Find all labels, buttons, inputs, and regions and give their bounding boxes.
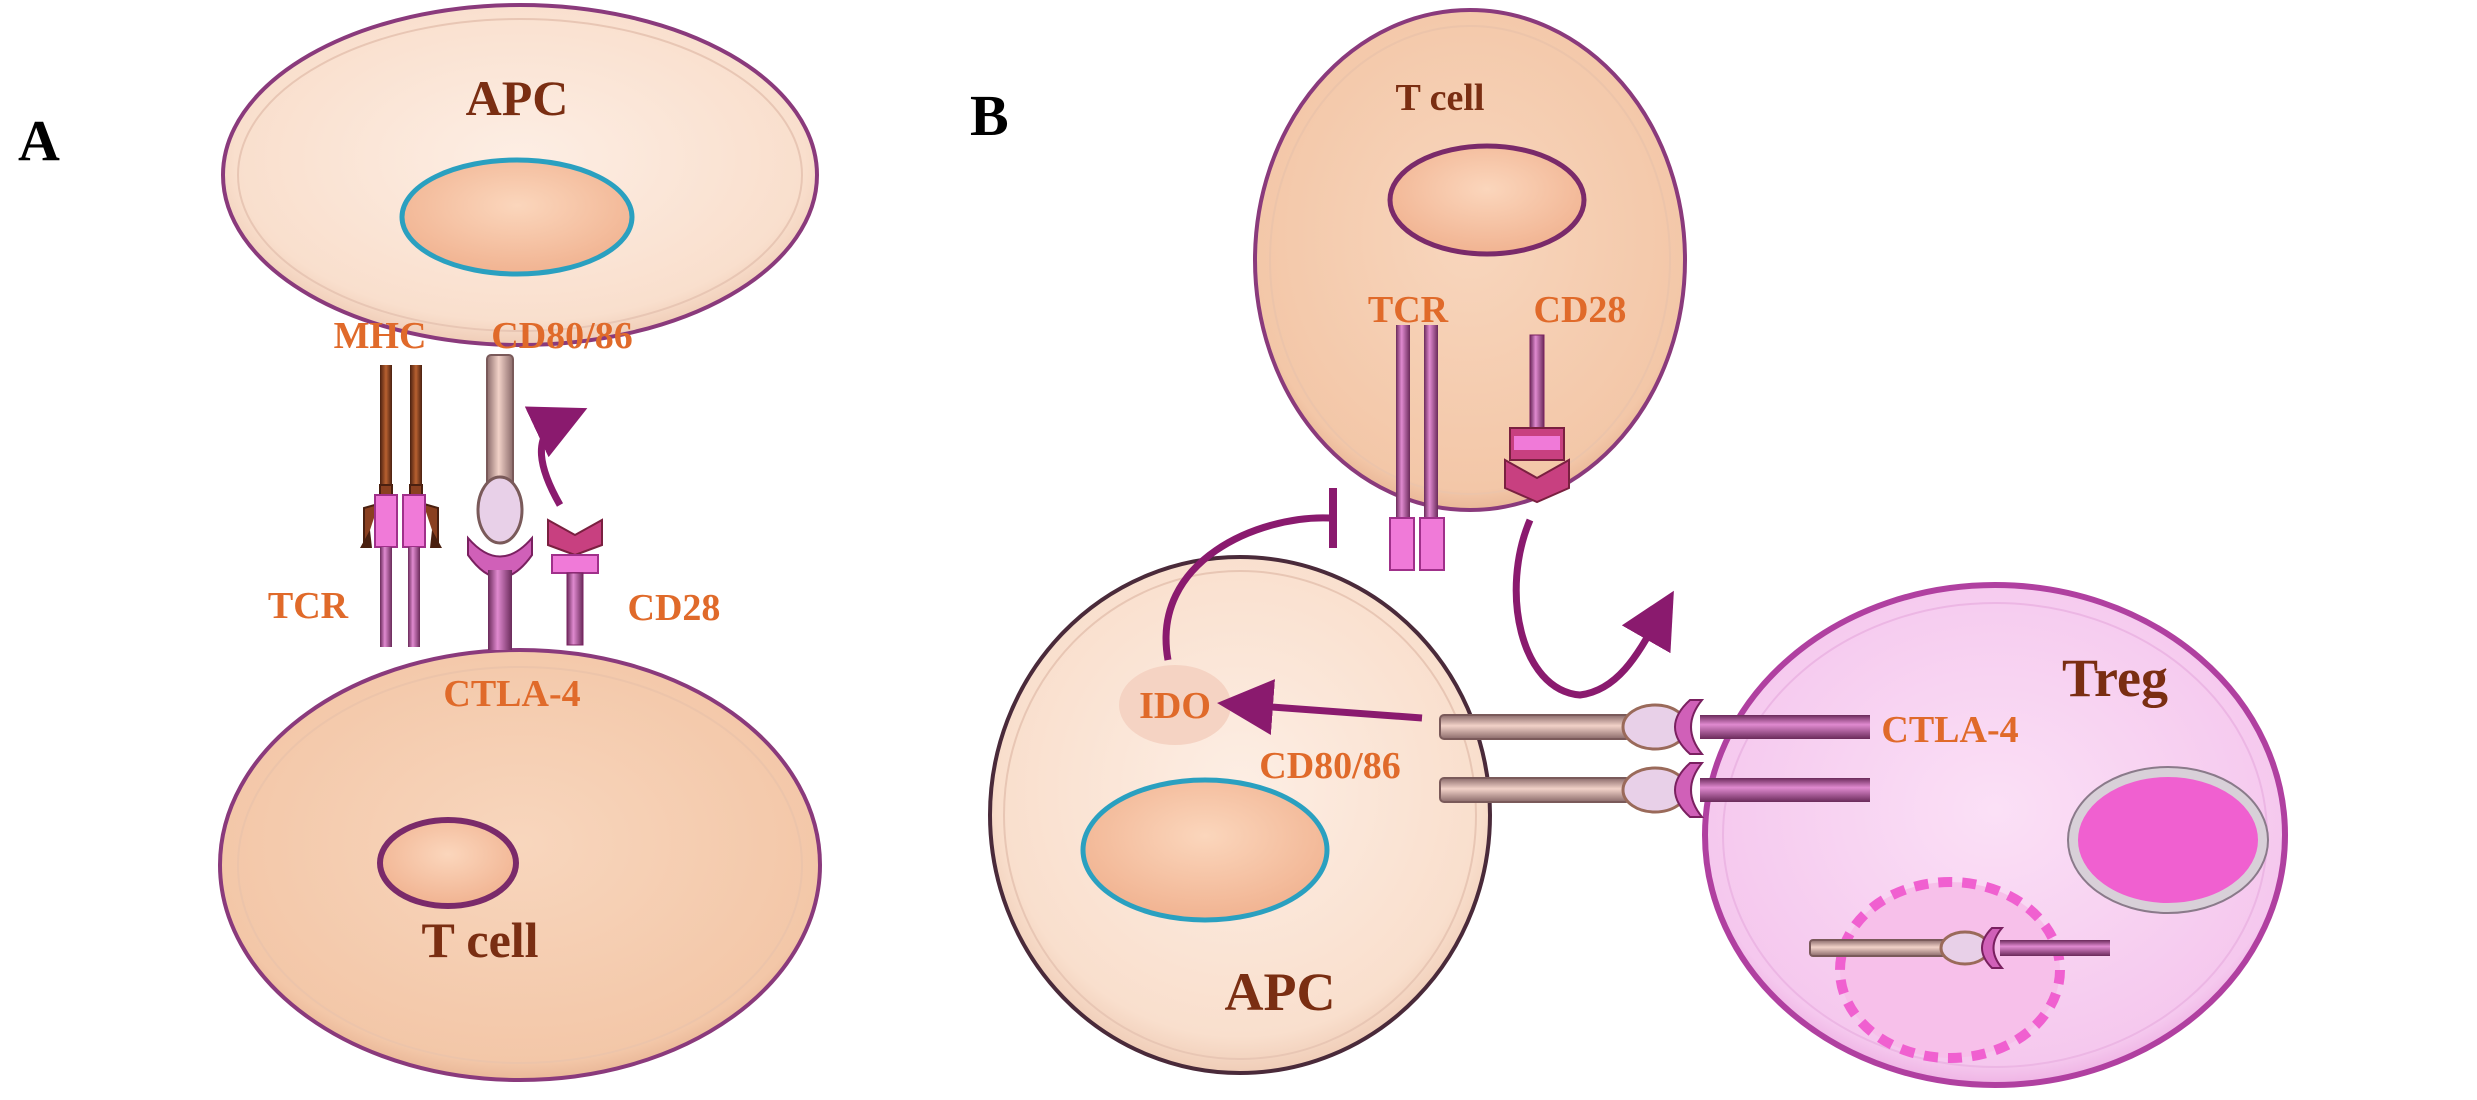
internalized-cd80-ctla4-complex xyxy=(1809,927,2110,969)
cd80-86-molecule-a xyxy=(476,354,524,545)
apc-nucleus-b xyxy=(1080,777,1330,923)
mhc-molecule xyxy=(360,365,442,548)
label-cd80-86-b: CD80/86 xyxy=(1259,745,1400,787)
treg-vesicle xyxy=(1835,877,2065,1063)
label-ido: IDO xyxy=(1139,685,1211,727)
cd28-molecule-a xyxy=(547,518,603,646)
treg-title: Treg xyxy=(2062,648,2168,708)
t-cell-b xyxy=(1253,8,1687,512)
label-tcr-a: TCR xyxy=(268,585,349,627)
cd80-ctla4-complex-1 xyxy=(1439,699,1870,755)
t-cell-b-inner-ring xyxy=(1269,25,1671,495)
treg-nucleus xyxy=(2068,767,2268,913)
cd80-to-ido-arrow xyxy=(1217,679,1423,735)
t-cell-a-inner-ring xyxy=(237,666,803,1064)
cd28-to-ctla4-arrow xyxy=(1512,518,1674,699)
label-ctla4-a: CTLA-4 xyxy=(443,673,580,715)
t-cell-nucleus-a xyxy=(377,817,519,909)
label-cd80-86-a: CD80/86 xyxy=(491,315,632,357)
t-cell-a xyxy=(218,648,822,1082)
tcr-molecule-a xyxy=(374,494,426,647)
apc-title-a: APC xyxy=(466,70,569,126)
cd28-to-cd80-arrow xyxy=(524,406,588,507)
apc-cell-a-inner-ring xyxy=(237,18,803,332)
t-cell-title-b: T cell xyxy=(1395,77,1484,119)
t-cell-title-a: T cell xyxy=(421,912,538,968)
label-ctla4-b: CTLA-4 xyxy=(1881,709,2018,751)
apc-nucleus-a xyxy=(399,157,635,277)
tcr-molecule-b xyxy=(1389,325,1445,571)
t-cell-nucleus-b xyxy=(1387,143,1587,257)
cd28-molecule-b xyxy=(1504,334,1570,504)
label-cd28-a: CD28 xyxy=(628,587,721,629)
panel-a-letter: A xyxy=(18,108,60,173)
label-tcr-b: TCR xyxy=(1368,289,1449,331)
ctla4-molecule-a xyxy=(467,535,533,650)
label-cd28-b: CD28 xyxy=(1534,289,1627,331)
treg-nucleus-outline xyxy=(2067,766,2269,914)
apc-title-b: APC xyxy=(1225,962,1336,1022)
ido-bubble xyxy=(1119,665,1231,745)
label-mhc: MHC xyxy=(334,315,427,357)
apc-cell-b-inner-ring xyxy=(1003,570,1477,1060)
panel-b-letter: B xyxy=(970,83,1009,148)
cd80-ctla4-complex-2 xyxy=(1439,762,1870,818)
ido-inhibits-tcr-arrow xyxy=(1162,514,1331,661)
